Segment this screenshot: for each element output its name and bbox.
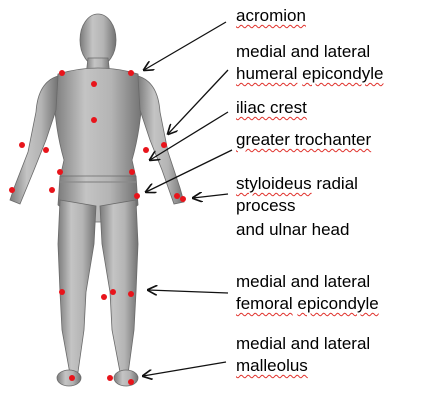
label-malleolus-line1: medial and lateral: [236, 334, 370, 354]
pointer-arrows: [143, 22, 232, 376]
marker-left-elbow-lateral: [19, 142, 25, 148]
label-humeral-line1-text: medial and lateral: [236, 42, 370, 61]
marker-left-elbow-medial: [43, 147, 49, 153]
right-foot: [114, 370, 138, 386]
label-iliac-crest-text: iliac crest: [236, 98, 307, 117]
marker-right-ankle-lateral: [128, 379, 134, 385]
label-humeral-line2: humeral epicondyle: [236, 64, 383, 84]
label-styloid-line3: and ulnar head: [236, 220, 349, 240]
marker-right-wrist-2: [180, 196, 186, 202]
label-humeral-word1: humeral: [236, 64, 297, 83]
label-humeral-word2: epicondyle: [302, 64, 383, 83]
label-acromion: acromion: [236, 6, 306, 26]
label-styloid-line2: process: [236, 196, 296, 216]
torso: [54, 68, 142, 178]
label-styloid-word1: styloideus: [236, 174, 312, 193]
marker-sternum: [91, 117, 97, 123]
marker-right-elbow-lateral: [161, 142, 167, 148]
marker-right-iliac: [129, 169, 135, 175]
marker-left-acromion: [59, 70, 65, 76]
marker-right-wrist-1: [174, 193, 180, 199]
label-acromion-text: acromion: [236, 6, 306, 25]
label-humeral-line1: medial and lateral: [236, 42, 370, 62]
marker-left-iliac: [57, 169, 63, 175]
label-malleolus-line2: malleolus: [236, 356, 308, 376]
label-styloid-word2: radial: [316, 174, 358, 193]
marker-right-knee-medial: [110, 289, 116, 295]
label-malleolus-line1-text: medial and lateral: [236, 334, 370, 353]
arrow-malleolus: [143, 362, 226, 376]
left-arm: [10, 76, 58, 204]
marker-neck: [91, 81, 97, 87]
marker-right-elbow-medial: [143, 147, 149, 153]
marker-left-trochanter: [49, 187, 55, 193]
marker-right-trochanter: [134, 193, 140, 199]
label-femoral-line2: femoral epicondyle: [236, 294, 379, 314]
label-styloid-line2-text: process: [236, 196, 296, 215]
arrow-acromion: [144, 22, 226, 70]
label-iliac-crest: iliac crest: [236, 98, 307, 118]
label-femoral-word2: epicondyle: [297, 294, 378, 313]
left-leg: [58, 200, 96, 374]
label-malleolus-line2-text: malleolus: [236, 356, 308, 375]
marker-left-ankle-medial: [107, 375, 113, 381]
arrow-humeral-epicondyle: [168, 70, 228, 134]
label-styloid-line3-text: and ulnar head: [236, 220, 349, 239]
arrow-styloid: [193, 194, 228, 198]
marker-right-acromion: [128, 70, 134, 76]
marker-left-knee-lateral: [59, 289, 65, 295]
marker-right-knee-lateral: [128, 291, 134, 297]
right-leg: [100, 200, 138, 374]
human-body-model: [10, 14, 184, 386]
arrow-femoral-epicondyle: [148, 290, 228, 293]
label-greater-trochanter-text: greater trochanter: [236, 130, 371, 149]
label-femoral-line1-text: medial and lateral: [236, 272, 370, 291]
marker-left-ankle-lateral: [69, 375, 75, 381]
marker-left-wrist: [9, 187, 15, 193]
label-greater-trochanter: greater trochanter: [236, 130, 371, 150]
label-styloid-line1: styloideus radial: [236, 174, 358, 194]
label-femoral-line1: medial and lateral: [236, 272, 370, 292]
label-femoral-word1: femoral: [236, 294, 293, 313]
marker-left-knee-medial: [101, 294, 107, 300]
